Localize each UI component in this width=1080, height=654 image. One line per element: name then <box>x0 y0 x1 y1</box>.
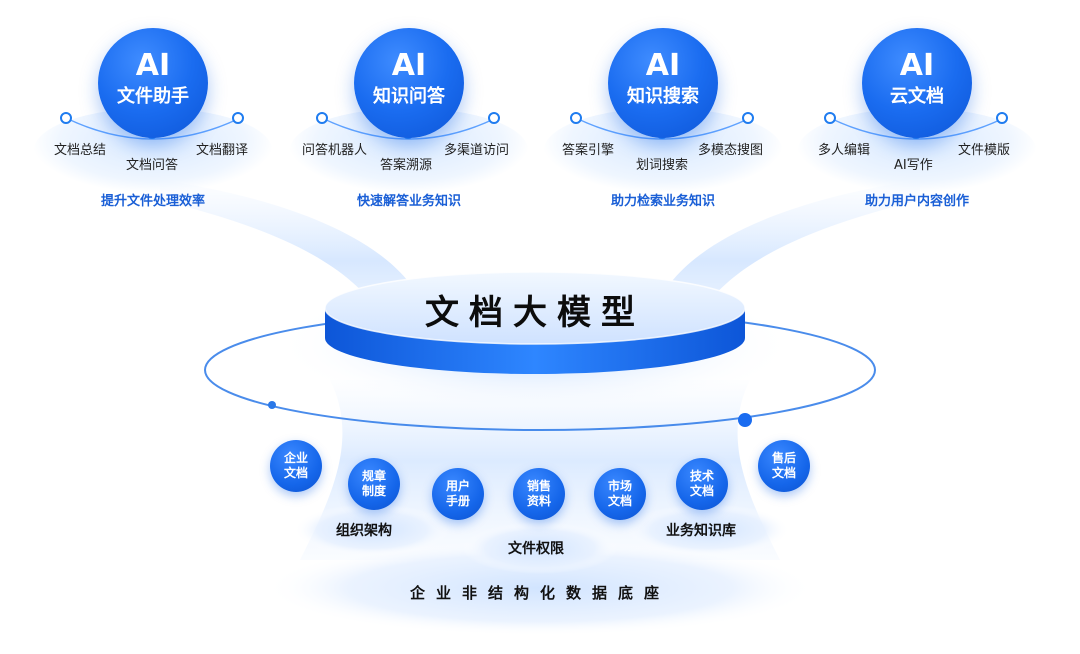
module-name: 知识搜索 <box>627 86 699 107</box>
module-name: 云文档 <box>890 86 944 107</box>
data-source-bubble: 企业文档 <box>270 440 322 492</box>
module-circle: AI 云文档 <box>862 28 972 138</box>
module-circle: AI 文件助手 <box>98 28 208 138</box>
feature-label: 多渠道访问 <box>444 143 510 158</box>
node-dot <box>232 112 244 124</box>
module-file-assistant: AI 文件助手 文档总结 文档问答 文档翻译 提升文件处理效率 <box>28 0 278 220</box>
feature-label: 文件模版 <box>958 143 1011 158</box>
module-subtitle: 提升文件处理效率 <box>100 194 205 209</box>
module-ai-label: AI <box>135 48 171 83</box>
module-subtitle: 助力检索业务知识 <box>610 194 715 209</box>
module-arc <box>575 117 751 140</box>
feature-label: 答案引擎 <box>562 143 615 158</box>
module-arc <box>65 117 241 140</box>
module-arc <box>321 117 497 140</box>
data-source-bubble: 售后文档 <box>758 440 810 492</box>
data-source-bubble: 规章制度 <box>348 458 400 510</box>
module-knowledge-search: AI 知识搜索 答案引擎 划词搜索 多模态搜图 助力检索业务知识 <box>538 0 788 220</box>
data-source-bubble: 市场文档 <box>594 468 646 520</box>
feature-label: 文档翻译 <box>196 143 249 158</box>
module-ai-label: AI <box>899 48 935 83</box>
feature-label: 多模态搜图 <box>698 143 764 158</box>
data-source-bubble: 技术文档 <box>676 458 728 510</box>
feature-label: AI写作 <box>894 158 933 173</box>
feature-label: 文档问答 <box>126 158 179 173</box>
data-source-bubble: 用户手册 <box>432 468 484 520</box>
group-label-center: 文件权限 <box>508 541 564 557</box>
module-knowledge-qa: AI 知识问答 问答机器人 答案溯源 多渠道访问 快速解答业务知识 <box>284 0 534 220</box>
module-ai-label: AI <box>391 48 427 83</box>
feature-label: 文档总结 <box>54 143 107 158</box>
feature-label: 问答机器人 <box>302 143 368 158</box>
module-arc <box>829 117 1005 140</box>
module-circle: AI 知识问答 <box>354 28 464 138</box>
module-cloud-docs: AI 云文档 多人编辑 AI写作 文件模版 助力用户内容创作 <box>792 0 1042 220</box>
node-dot <box>316 112 328 124</box>
feature-label: 多人编辑 <box>818 143 871 158</box>
group-label-left: 组织架构 <box>336 523 392 539</box>
node-dot <box>60 112 72 124</box>
node-dot <box>824 112 836 124</box>
node-dot <box>488 112 500 124</box>
module-circle: AI 知识搜索 <box>608 28 718 138</box>
module-name: 文件助手 <box>117 86 189 107</box>
node-dot <box>742 112 754 124</box>
node-dot <box>570 112 582 124</box>
data-source-bubble: 销售资料 <box>513 468 565 520</box>
module-subtitle: 快速解答业务知识 <box>356 194 461 209</box>
node-dot <box>996 112 1008 124</box>
core-title: 文档大模型 <box>425 293 645 333</box>
foundation-title: 企业非结构化数据底座 <box>409 584 670 602</box>
module-ai-label: AI <box>645 48 681 83</box>
module-name: 知识问答 <box>373 86 445 107</box>
group-label-right: 业务知识库 <box>666 523 736 539</box>
feature-label: 划词搜索 <box>636 158 689 173</box>
module-subtitle: 助力用户内容创作 <box>864 194 969 209</box>
feature-label: 答案溯源 <box>380 158 433 173</box>
